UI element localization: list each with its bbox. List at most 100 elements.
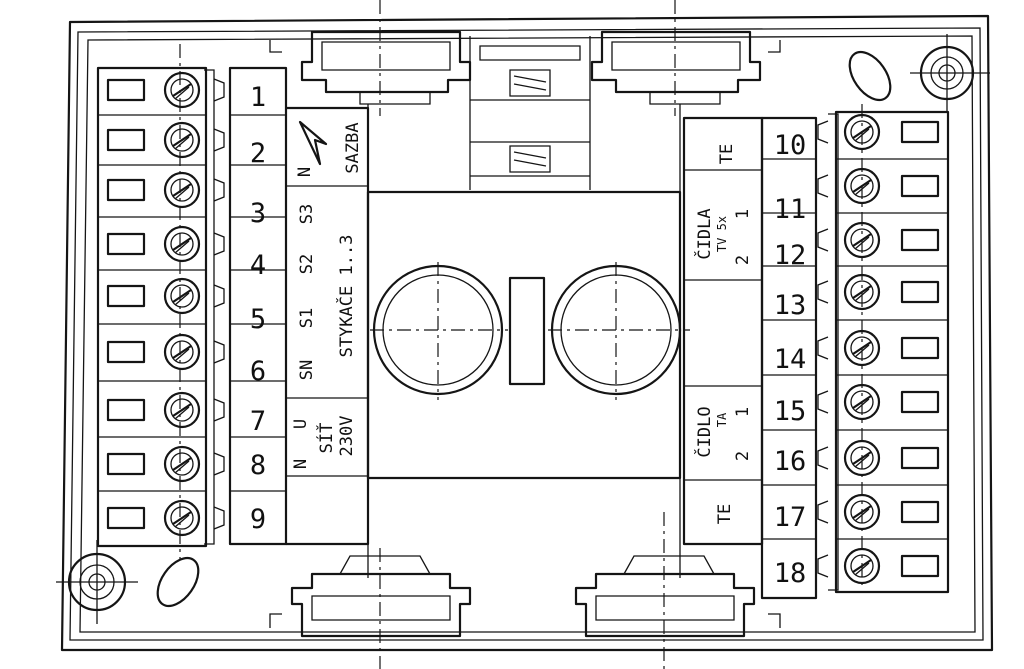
terminal-screw: [163, 121, 201, 159]
terminal-screw: [843, 547, 881, 585]
terminal-number: 18: [774, 558, 807, 589]
label-tv5: TV 5x: [715, 216, 729, 252]
right-function-labels: TE ČIDLA TV 5x 2 1 ČIDLO TA 2 1 TE: [693, 144, 753, 524]
terminal-clamp: [817, 280, 829, 304]
terminal-screw: [843, 493, 881, 531]
top-clips: [269, 30, 781, 190]
wire-slot: [106, 78, 146, 102]
terminal-screw: [843, 221, 881, 259]
label-sazba: SAZBA: [343, 122, 363, 173]
wire-slot: [106, 178, 146, 202]
terminal-number: 10: [774, 130, 807, 161]
label-sensor-1: 1: [733, 209, 753, 219]
terminal-clamp: [213, 178, 225, 202]
label-cidlo: ČIDLO: [693, 406, 715, 457]
terminal-clamp: [817, 228, 829, 252]
wire-slot: [900, 500, 940, 524]
terminal-number: 15: [774, 396, 807, 427]
terminal-screw: [843, 383, 881, 421]
label-te-bottom: TE: [715, 504, 735, 524]
label-cidla: ČIDLA: [693, 208, 715, 259]
label-sensor-2b: 2: [733, 451, 753, 461]
terminal-number: 3: [250, 198, 266, 229]
terminal-numbers-left: 1 2 3 4 5 6 7 8 9: [250, 82, 266, 535]
terminal-number: 1: [250, 82, 266, 113]
terminal-screw: [163, 499, 201, 537]
wire-slot: [106, 232, 146, 256]
terminal-clamp: [817, 554, 829, 578]
wire-slot: [900, 280, 940, 304]
terminal-number: 14: [774, 344, 807, 375]
terminal-clamp: [817, 390, 829, 414]
terminal-screw: [163, 391, 201, 429]
terminal-number: 9: [250, 504, 266, 535]
terminal-number: 12: [774, 240, 807, 271]
label-stykace: STYKAČE 1..3: [335, 235, 357, 358]
terminal-clamp: [817, 174, 829, 198]
terminal-clamp: [213, 398, 225, 422]
terminal-screw: [843, 167, 881, 205]
terminal-clamp: [213, 506, 225, 530]
terminal-number: 4: [250, 250, 266, 281]
terminal-screw: [843, 113, 881, 151]
wire-slot: [106, 506, 146, 530]
label-s1: S1: [297, 308, 317, 328]
wire-slot: [106, 452, 146, 476]
bottom-clips: [269, 555, 781, 638]
terminal-clamp: [213, 452, 225, 476]
terminal-screw: [843, 439, 881, 477]
terminal-clamp: [817, 336, 829, 360]
label-sensor-1b: 1: [733, 407, 753, 417]
terminal-number: 7: [250, 406, 266, 437]
wire-slot: [900, 336, 940, 360]
wire-slot: [900, 390, 940, 414]
terminal-screw: [163, 225, 201, 263]
terminal-number: 17: [774, 502, 807, 533]
label-u-mains: U: [291, 419, 311, 429]
terminal-number: 13: [774, 290, 807, 321]
label-ta: TA: [715, 412, 729, 427]
wire-slot: [900, 174, 940, 198]
terminal-clamp: [213, 232, 225, 256]
terminal-clamp: [817, 500, 829, 524]
terminal-screw: [843, 273, 881, 311]
left-terminal-block: [96, 66, 370, 548]
central-module: [366, 104, 690, 578]
terminal-clamp: [817, 120, 829, 144]
wire-slot: [900, 120, 940, 144]
label-s3: S3: [297, 204, 317, 224]
wire-slot: [900, 228, 940, 252]
terminal-screw: [843, 329, 881, 367]
terminal-number: 5: [250, 304, 266, 335]
terminal-screw: [163, 71, 201, 109]
wire-slot: [106, 340, 146, 364]
terminal-screw: [163, 445, 201, 483]
terminal-clamp: [817, 446, 829, 470]
label-230v: 230V: [337, 416, 357, 457]
terminal-number: 11: [774, 194, 807, 225]
terminal-number: 16: [774, 446, 807, 477]
label-te-top: TE: [717, 144, 737, 164]
label-n-mains: N: [291, 459, 311, 469]
label-sensor-2: 2: [733, 255, 753, 265]
terminal-number: 6: [250, 356, 266, 387]
terminal-numbers-right: 10 11 12 13 14 15 16 17 18: [774, 130, 807, 589]
terminal-clamp: [213, 284, 225, 308]
terminal-clamp: [213, 128, 225, 152]
terminal-screw: [163, 277, 201, 315]
wire-slot: [106, 398, 146, 422]
right-terminal-block: [682, 110, 950, 600]
terminal-clamp: [213, 78, 225, 102]
arrow-mark: [298, 120, 328, 166]
terminal-screw: [163, 171, 201, 209]
label-n-tariff: N: [295, 167, 315, 177]
left-function-labels: SAZBA N S3 S2 S1 SN STYKAČE 1..3 N U SÍŤ…: [291, 122, 363, 469]
terminal-number: 8: [250, 450, 266, 481]
mounting-holes: [56, 34, 990, 624]
terminal-number: 2: [250, 138, 266, 169]
label-sn: SN: [297, 360, 317, 380]
terminal-clamp: [213, 340, 225, 364]
label-sit: SÍŤ: [315, 423, 337, 454]
